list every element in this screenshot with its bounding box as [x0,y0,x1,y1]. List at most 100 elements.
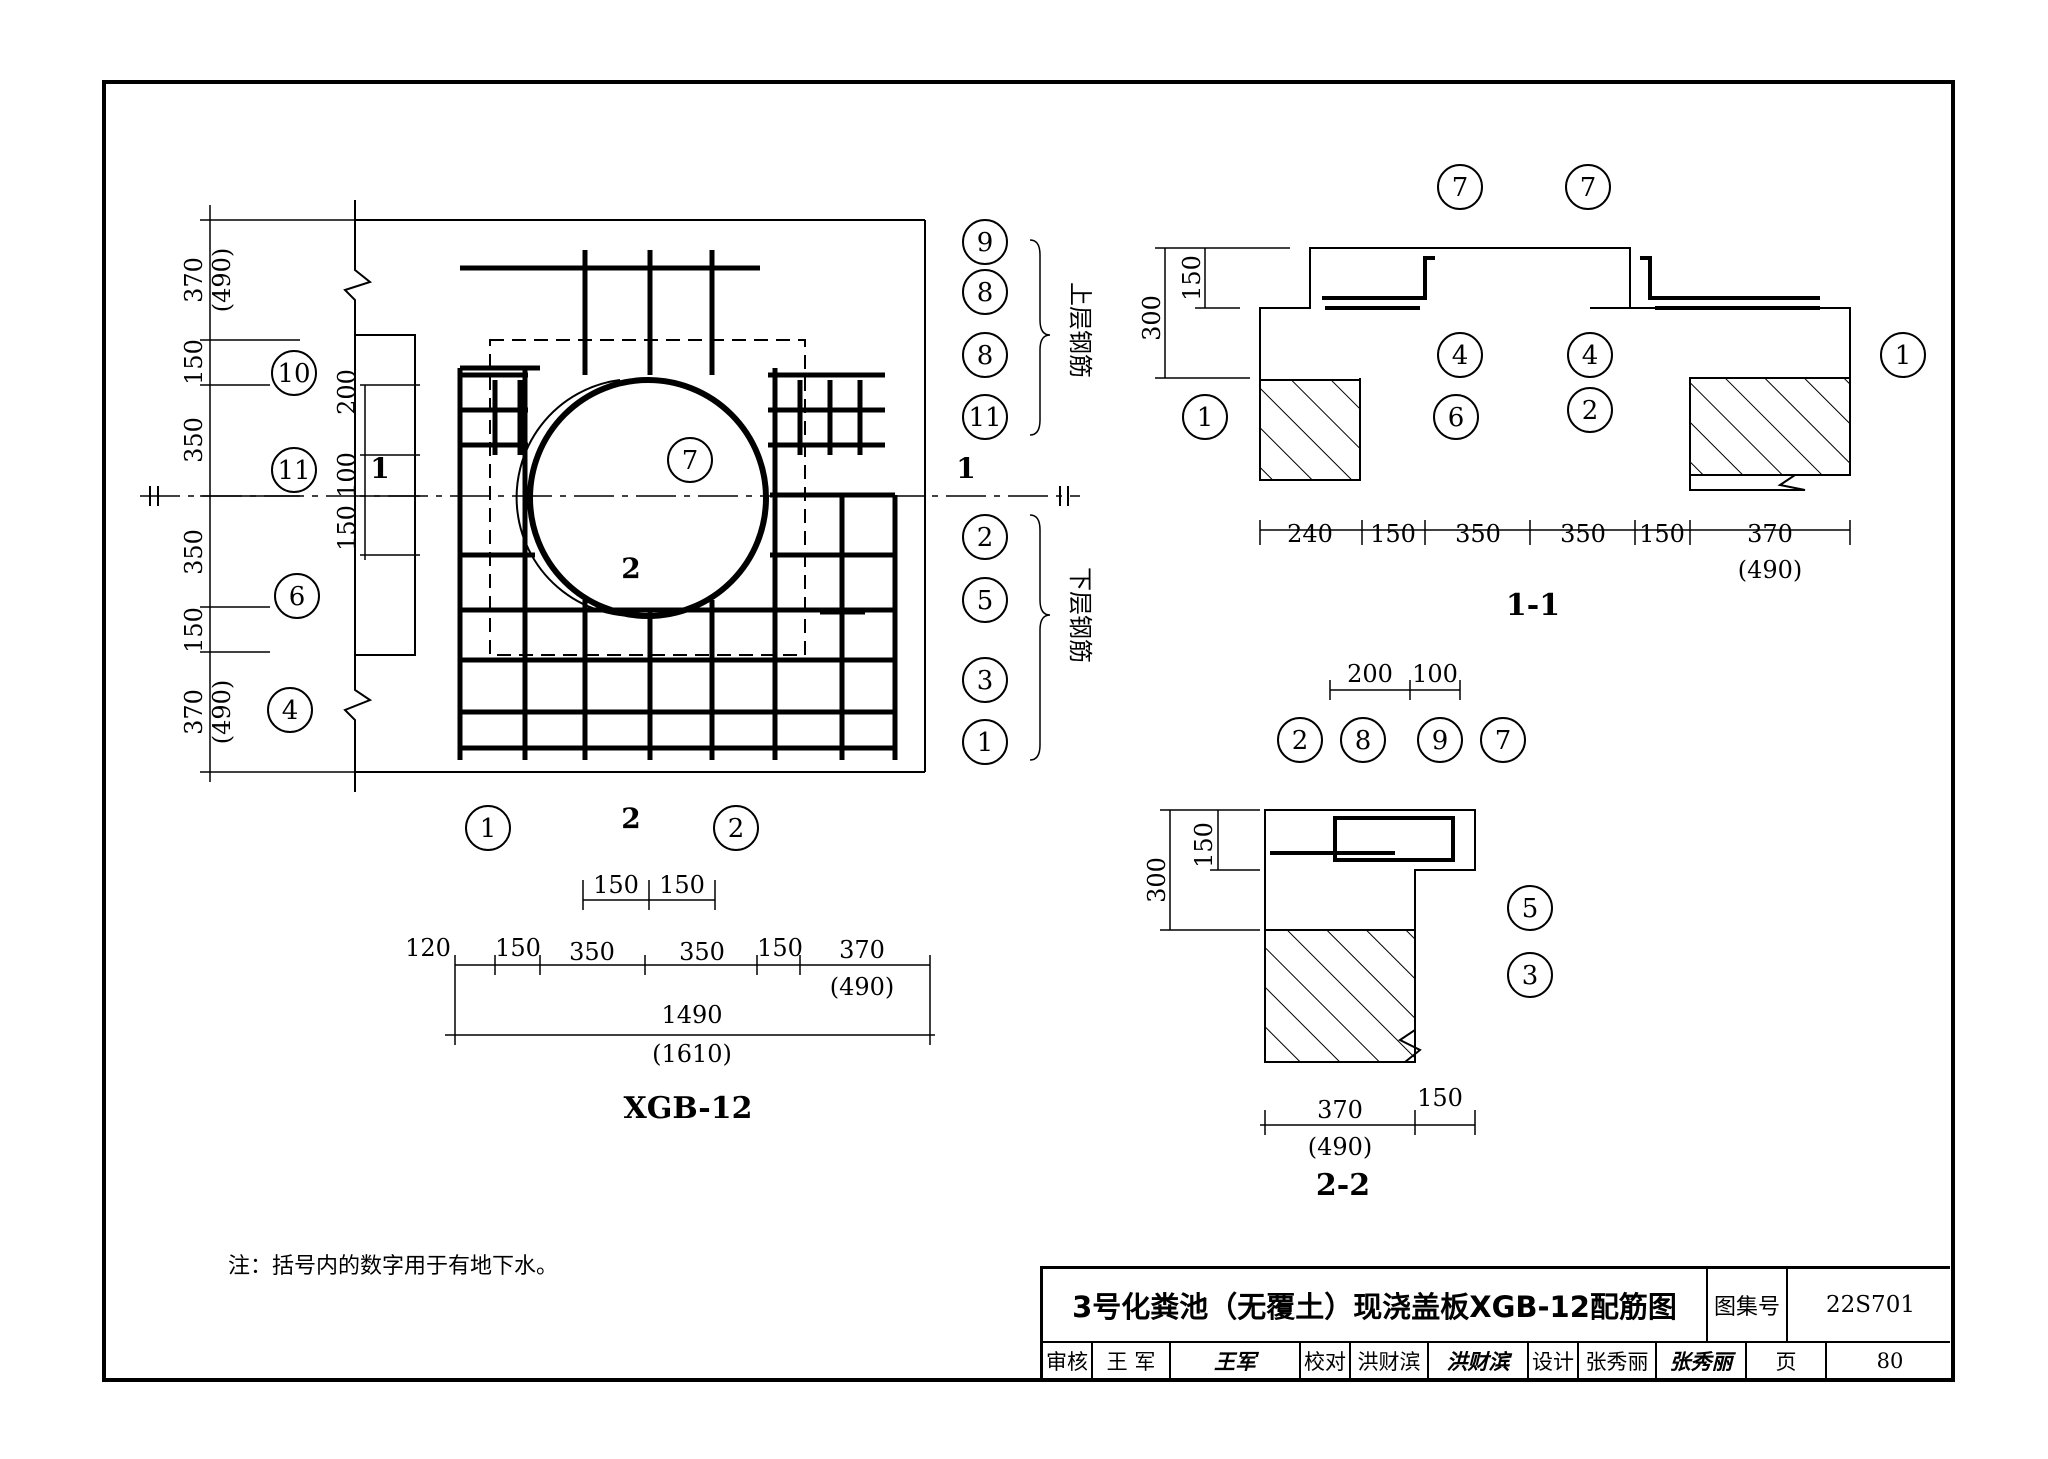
designer-name: 张秀丽 [1579,1341,1657,1381]
callout-number: 6 [1448,403,1465,433]
callout-circle [271,350,317,396]
callout-number: 10 [277,359,310,389]
callout-circle [962,577,1008,623]
callout-circle [1340,717,1386,763]
dimension-label: 150 [1190,822,1218,868]
callout-number: 6 [289,582,306,612]
dimension-label: 370 [180,689,208,735]
callout-circle [962,657,1008,703]
callout-circle [267,687,313,733]
callout-circle [1880,332,1926,378]
callout-number: 7 [1495,726,1512,756]
dimension-label: (490) [208,680,236,745]
callout-number: 11 [277,456,310,486]
callout-circle [1567,387,1613,433]
dimension-label: 150 [1178,255,1206,301]
page-number: 80 [1876,1349,1904,1373]
callout-number: 4 [1582,341,1599,371]
callout-number: 7 [682,446,699,476]
dimension-label: 150 [1370,520,1416,548]
dimension-label: 1490 [661,1001,722,1029]
section-mark: 2 [621,802,640,835]
callout-circle [962,269,1008,315]
dimension-label: (490) [830,973,895,1001]
dimension-label: 200 [1347,660,1393,688]
dimension-label: 370 [1747,520,1793,548]
callout-number: 2 [1292,726,1309,756]
callout-number: 7 [1580,173,1597,203]
callout-number: 7 [1452,173,1469,203]
drawing-title: 3号化粪池（无覆土）现浇盖板XGB-12配筋图 [1043,1269,1708,1341]
section-2-2-view [1160,680,1476,1135]
atlas-number: 22S701 [1826,1292,1915,1318]
dimension-label: 150 [180,339,208,385]
section-mark: 1 [956,452,975,485]
callout-circle [1433,394,1479,440]
dimension-label: 240 [1287,520,1333,548]
atlas-label: 图集号 [1708,1269,1788,1341]
page-label: 页 [1747,1341,1827,1381]
dimension-label: 350 [569,938,615,966]
dimension-label: 100 [333,452,361,498]
callout-circle [1565,164,1611,210]
dimension-label: (490) [208,248,236,313]
dimension-label: 150 [757,934,803,962]
callout-number: 5 [1522,894,1539,924]
callout-circle [465,805,511,851]
callout-number: 1 [977,728,994,758]
callout-number: 11 [968,403,1001,433]
dimension-label: (490) [1308,1133,1373,1161]
dimension-label: 300 [1143,857,1171,903]
callout-circle [962,332,1008,378]
dimension-label: 150 [1417,1084,1463,1112]
dimension-label: 150 [659,871,705,899]
dimension-label: 150 [1639,520,1685,548]
callout-circle [962,719,1008,765]
section-mark: 2 [621,552,640,585]
callout-circle [1417,717,1463,763]
plan-view [140,200,1080,1045]
callout-number: 1 [1895,341,1912,371]
callout-circle [271,447,317,493]
callout-circle [962,514,1008,560]
dimension-label: 150 [180,607,208,653]
callout-circle [1480,717,1526,763]
reviewer-signature: 王军 [1171,1341,1301,1381]
dimension-label: 350 [679,938,725,966]
dimension-label: 370 [839,936,885,964]
section-title: 2-2 [1316,1168,1370,1203]
dimension-label: 150 [593,871,639,899]
dimension-label: 150 [333,505,361,551]
callout-number: 3 [977,666,994,696]
callout-number: 1 [1197,403,1214,433]
callout-number: 9 [1432,726,1449,756]
dimension-label: 120 [405,934,451,962]
dimension-label: 350 [1455,520,1501,548]
callout-circle [962,394,1008,440]
reviewer-name: 王 军 [1093,1341,1171,1381]
designer-signature: 张秀丽 [1657,1341,1747,1381]
dimension-label: 100 [1412,660,1458,688]
title-block: 3号化粪池（无覆土）现浇盖板XGB-12配筋图 图集号 22S701 审核 王 … [1040,1266,1950,1381]
drawing-frame [102,80,1955,1382]
callout-circle [274,573,320,619]
callout-number: 5 [977,586,994,616]
callout-circle [667,437,713,483]
section-title: 1-1 [1506,588,1560,623]
dimension-label: 150 [495,934,541,962]
callout-circle [1437,164,1483,210]
callout-number: 9 [977,228,994,258]
callout-circle [1277,717,1323,763]
callout-number: 8 [977,341,994,371]
callout-circle [1437,332,1483,378]
callout-circle [713,805,759,851]
dimension-label: 200 [333,369,361,415]
dimension-label: 370 [1317,1096,1363,1124]
dimension-label: 350 [1560,520,1606,548]
callout-number: 2 [977,523,994,553]
callout-number: 2 [1582,396,1599,426]
callout-circle [1507,885,1553,931]
callout-number: 1 [480,814,497,844]
section-mark: 1 [370,452,389,485]
